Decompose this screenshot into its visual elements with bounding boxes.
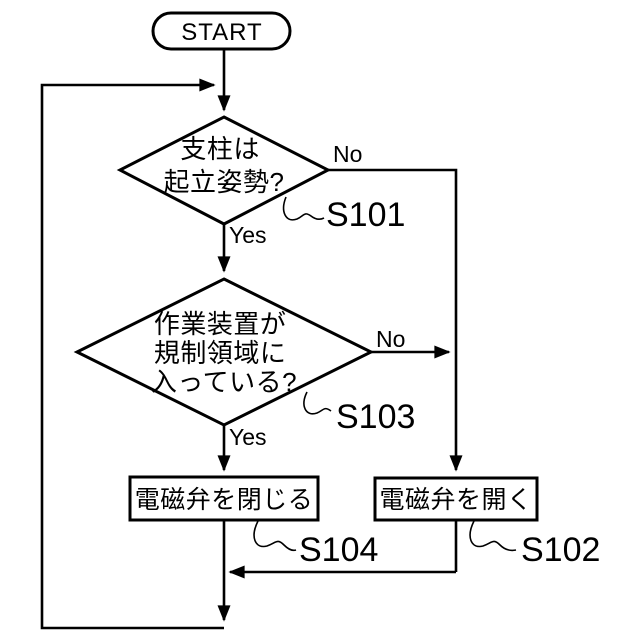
open-valve-box-shape [373,476,539,522]
decision2-line3: 入っている? [151,367,297,397]
decision2-line1: 作業装置が [154,309,287,339]
decision2-text: 作業装置が 規制領域に 入っている? [151,309,297,397]
step-label-s103: S103 [336,398,415,436]
close-valve-box-shape [128,475,320,522]
leader-s104 [253,520,297,552]
decision1-text: 支柱は 起立姿勢? [164,134,285,197]
leader-s103 [303,391,332,415]
close-valve-label: 電磁弁を閉じる [135,486,314,514]
open-valve-label: 電磁弁を開く [379,486,532,514]
edge-label-decision2-no: No [376,326,405,352]
step-label-s104: S104 [299,531,378,569]
leader-s101 [282,196,325,221]
start-terminator-shape [151,11,292,51]
step-label-s101: S101 [326,196,405,234]
decision2-shape [73,277,375,427]
edge-label-decision1-yes: Yes [229,222,267,248]
arrow-decision1-no-branch [328,168,463,472]
step-label-s102: S102 [521,531,600,569]
edge-label-decision2-yes: Yes [229,424,267,450]
decision2-line2: 規制領域に [154,338,287,368]
arrow-loopback-rail [40,78,224,630]
start-label: START [181,19,262,46]
decision1-line1: 支柱は [180,134,260,164]
leader-s102 [469,520,517,552]
decision1-shape [116,115,332,226]
edge-label-decision1-no: No [333,141,362,167]
decision1-line2: 起立姿勢? [164,167,285,197]
